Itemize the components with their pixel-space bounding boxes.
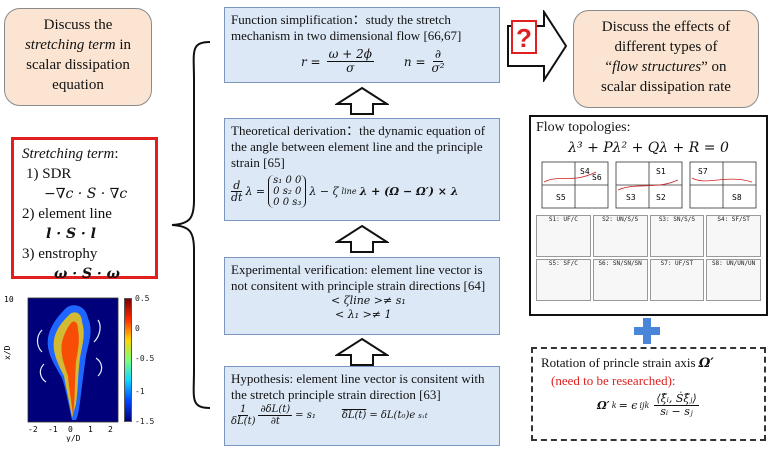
topic-right-line-3: “flow structures” on <box>605 59 727 75</box>
flow-equation: λ³ + Pλ² + Qλ + R = 0 <box>568 140 729 156</box>
topic-right-line-4: scalar dissipation rate <box>601 79 731 95</box>
x-tick: 1 <box>88 425 93 434</box>
flow-title: Flow topologies: <box>536 120 631 135</box>
x-tick: -2 <box>28 425 38 434</box>
experiment-eq-2: < λ₁ >≠ 1 <box>335 308 392 321</box>
topology-panel: S1: UF/C <box>536 215 591 257</box>
topology-panels: S1: UF/C S2: UN/S/S S3: SN/S/S S4: SF/ST… <box>536 215 761 301</box>
region-label: S6 <box>592 173 602 182</box>
topic-line-1: Discuss the <box>43 17 113 33</box>
stretching-term-box: Stretching term: 1) SDR −∇c · S · ∇c 2) … <box>11 137 158 282</box>
matrix-row: 0 s₂ 0 <box>273 186 302 197</box>
hypothesis-text: Hypothesis: element line vector is consi… <box>231 371 485 402</box>
sdr-expr: −∇c · S · ∇c <box>44 186 128 202</box>
stretching-topic-box: Discuss the stretching term in scalar di… <box>4 8 152 106</box>
theoretical-derivation-box: Theoretical derivation：the dynamic equat… <box>224 118 500 221</box>
contour-plot: 10 x/D -2 -1 0 1 2 y/D 0.5 0 -0.5 -1 -1.… <box>2 292 162 443</box>
up-arrow <box>335 86 389 115</box>
experimental-verification-box: Experimental verification: element line … <box>224 257 500 335</box>
region-label: S7 <box>698 167 708 176</box>
x-axis-label: y/D <box>66 434 81 442</box>
topology-diagram: S4 S6 S5 S1 S3 S2 S7 S8 <box>541 161 757 209</box>
stretching-title: Stretching term: <box>22 146 119 162</box>
sdr-label: 1) SDR <box>26 166 72 182</box>
colorbar <box>124 298 132 422</box>
matrix-row: s₁ 0 0 <box>273 175 302 186</box>
topic-line-4: equation <box>52 77 104 93</box>
theory-text: Theoretical derivation：the dynamic equat… <box>231 123 486 170</box>
region-label: S1 <box>656 167 666 176</box>
up-arrow <box>335 224 389 253</box>
rotation-note: (need to be researched): <box>551 373 676 388</box>
hypothesis-box: Hypothesis: element line vector is consi… <box>224 366 500 446</box>
plus-icon <box>634 318 660 344</box>
y-axis-label: x/D <box>3 345 12 360</box>
region-label: S2 <box>656 193 666 202</box>
rotation-box: Rotation of princle strain axis Ω′ (need… <box>531 347 766 441</box>
region-label: S4 <box>580 167 590 176</box>
enstrophy-expr: ω · S · ω <box>54 266 121 282</box>
function-simplification-box: Function simplification：study the stretc… <box>224 7 500 83</box>
topology-panel: S8: UN/UN/UN <box>706 259 761 301</box>
function-equations: r = ω + 2ϕ σ n = ∂ σ² <box>301 47 445 75</box>
colorbar-tick: -0.5 <box>135 354 155 363</box>
colorbar-tick: -1.5 <box>135 417 155 426</box>
experiment-text: Experimental verification: element line … <box>231 262 486 293</box>
region-label: S3 <box>626 193 636 202</box>
x-tick: -1 <box>48 425 58 434</box>
topology-panel: S4: SF/ST <box>706 215 761 257</box>
colorbar-tick: -1 <box>135 387 145 396</box>
flow-structures-topic-box: Discuss the effects of different types o… <box>573 10 759 108</box>
topic-line-2: stretching term in <box>24 37 132 53</box>
y-tick: 10 <box>4 295 14 304</box>
experiment-eq-1: < ζline >≠ s₁ <box>331 294 406 307</box>
rotation-title: Rotation of princle strain axis Ω′ <box>541 355 714 371</box>
region-label: S8 <box>732 193 742 202</box>
colorbar-tick: 0 <box>135 324 140 333</box>
contour-svg: 10 x/D -2 -1 0 1 2 y/D <box>3 295 119 443</box>
function-text: Function simplification：study the stretc… <box>231 12 462 43</box>
curly-brace <box>171 41 211 409</box>
topology-panel: S5: SF/C <box>536 259 591 301</box>
topology-panel: S7: UF/ST <box>649 259 705 301</box>
matrix-row: 0 0 s₃ <box>273 197 302 208</box>
topic-right-line-1: Discuss the effects of <box>601 19 731 35</box>
x-tick: 2 <box>108 425 113 434</box>
enstrophy-label: 3) enstrophy <box>22 246 98 262</box>
topology-panel: S6: SN/SN/SN <box>592 259 648 301</box>
topic-line-3: scalar dissipation <box>26 57 130 73</box>
topic-right-line-2: different types of <box>614 39 718 55</box>
region-label: S5 <box>556 193 566 202</box>
colorbar-tick: 0.5 <box>135 294 150 303</box>
element-line-expr: l · S · l <box>46 226 96 242</box>
element-line-label: 2) element line <box>22 206 112 222</box>
topology-panel: S3: SN/S/S <box>649 215 705 257</box>
up-arrow <box>335 337 389 366</box>
x-tick: 0 <box>68 425 73 434</box>
topology-panel: S2: UN/S/S <box>592 215 648 257</box>
flow-topologies-box: Flow topologies: λ³ + Pλ² + Qλ + R = 0 S… <box>529 115 768 316</box>
question-mark: ? <box>511 20 537 54</box>
